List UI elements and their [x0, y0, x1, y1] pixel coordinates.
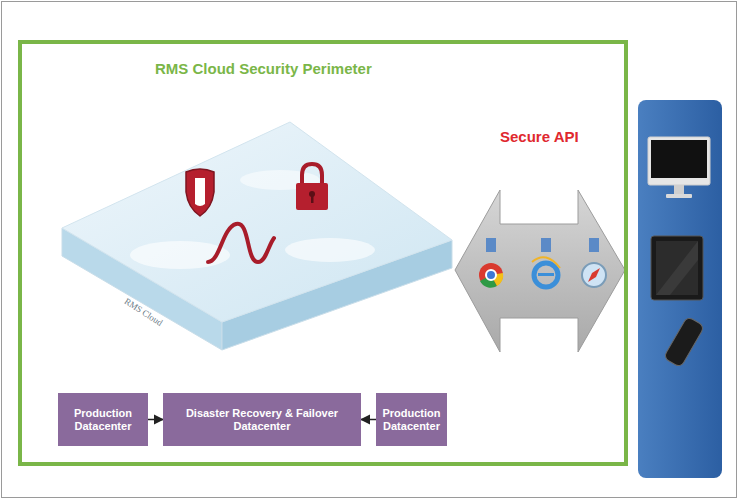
datacenter-box: Production Datacenter — [58, 393, 148, 446]
phone-icon — [663, 316, 704, 368]
perimeter-title: RMS Cloud Security Perimeter — [155, 60, 372, 77]
device-panel — [638, 100, 722, 478]
perimeter-box: RMS Cloud Security PerimeterProduction D… — [18, 40, 628, 466]
box-label: Production Datacenter — [382, 407, 441, 433]
signal-wave — [208, 224, 274, 262]
flow-arrow — [148, 419, 163, 421]
double-arrow — [455, 190, 625, 352]
datacenter-box: Disaster Recovery & Failover Datacenter — [163, 393, 361, 446]
monitor-icon — [648, 137, 710, 198]
datacenter-box: Production Datacenter — [376, 393, 447, 446]
box-label: Disaster Recovery & Failover Datacenter — [169, 407, 355, 433]
lock-icon — [296, 164, 328, 210]
box-label: Production Datacenter — [64, 407, 142, 433]
chrome-icon — [479, 238, 503, 288]
shield-icon — [186, 169, 214, 216]
safari-icon — [582, 238, 606, 287]
api-label: Secure API — [500, 128, 579, 145]
flow-arrow — [361, 419, 376, 421]
tablet-icon — [651, 236, 703, 300]
cloud-label: RMS Cloud — [123, 296, 165, 328]
ie-icon — [532, 238, 560, 287]
cloud-slab — [62, 122, 452, 350]
